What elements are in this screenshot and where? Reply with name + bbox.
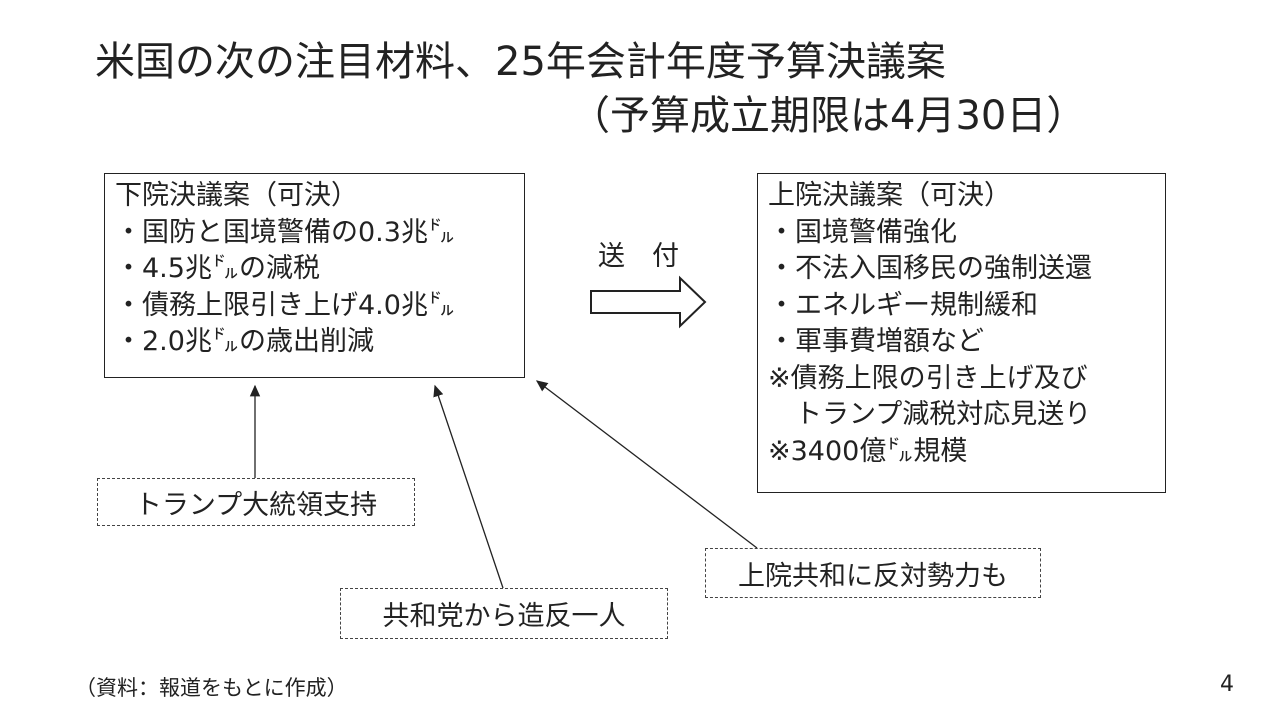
transfer-arrow-icon <box>590 275 707 329</box>
senate-heading: 上院決議案（可決） <box>768 180 1011 211</box>
senate-item: ・国境警備強化 <box>768 216 957 248</box>
senate-item: ・エネルギー規制緩和 <box>768 289 1038 321</box>
senate-item: ・不法入国移民の強制送還 <box>768 253 1092 284</box>
transfer-label: 送 付 <box>598 241 679 272</box>
callout-defector: 共和党から造反一人 <box>340 588 668 639</box>
house-item: ・4.5兆㌦の減税 <box>115 253 320 284</box>
house-item: ・債務上限引き上げ4.0兆㌦ <box>115 289 455 321</box>
senate-note: トランプ減税対応見送り <box>768 399 1092 430</box>
house-heading: 下院決議案（可決） <box>115 180 358 211</box>
house-item: ・2.0兆㌦の歳出削減 <box>115 326 374 357</box>
callout-trump-support: トランプ大統領支持 <box>97 478 415 526</box>
senate-note: ※3400億㌦規模 <box>768 435 968 467</box>
title-line-1: 米国の次の注目材料、25年会計年度予算決議案 <box>95 39 946 85</box>
senate-resolution-box: 上院決議案（可決） ・国境警備強化 ・不法入国移民の強制送還 ・エネルギー規制緩… <box>757 173 1166 493</box>
callout-senate-opposition: 上院共和に反対勢力も <box>705 548 1041 598</box>
arrow-opposition-to-house <box>535 380 758 549</box>
senate-note: ※債務上限の引き上げ及び <box>768 362 1088 394</box>
title-line-2: （予算成立期限は4月30日） <box>570 93 1087 139</box>
source-note: （資料：報道をもとに作成） <box>75 676 348 700</box>
arrow-defector-to-house <box>433 384 504 589</box>
senate-item: ・軍事費増額など <box>768 326 984 357</box>
house-item: ・国防と国境警備の0.3兆㌦ <box>115 216 455 248</box>
house-resolution-box: 下院決議案（可決） ・国防と国境警備の0.3兆㌦ ・4.5兆㌦の減税 ・債務上限… <box>104 173 525 378</box>
page-number: 4 <box>1220 672 1234 697</box>
